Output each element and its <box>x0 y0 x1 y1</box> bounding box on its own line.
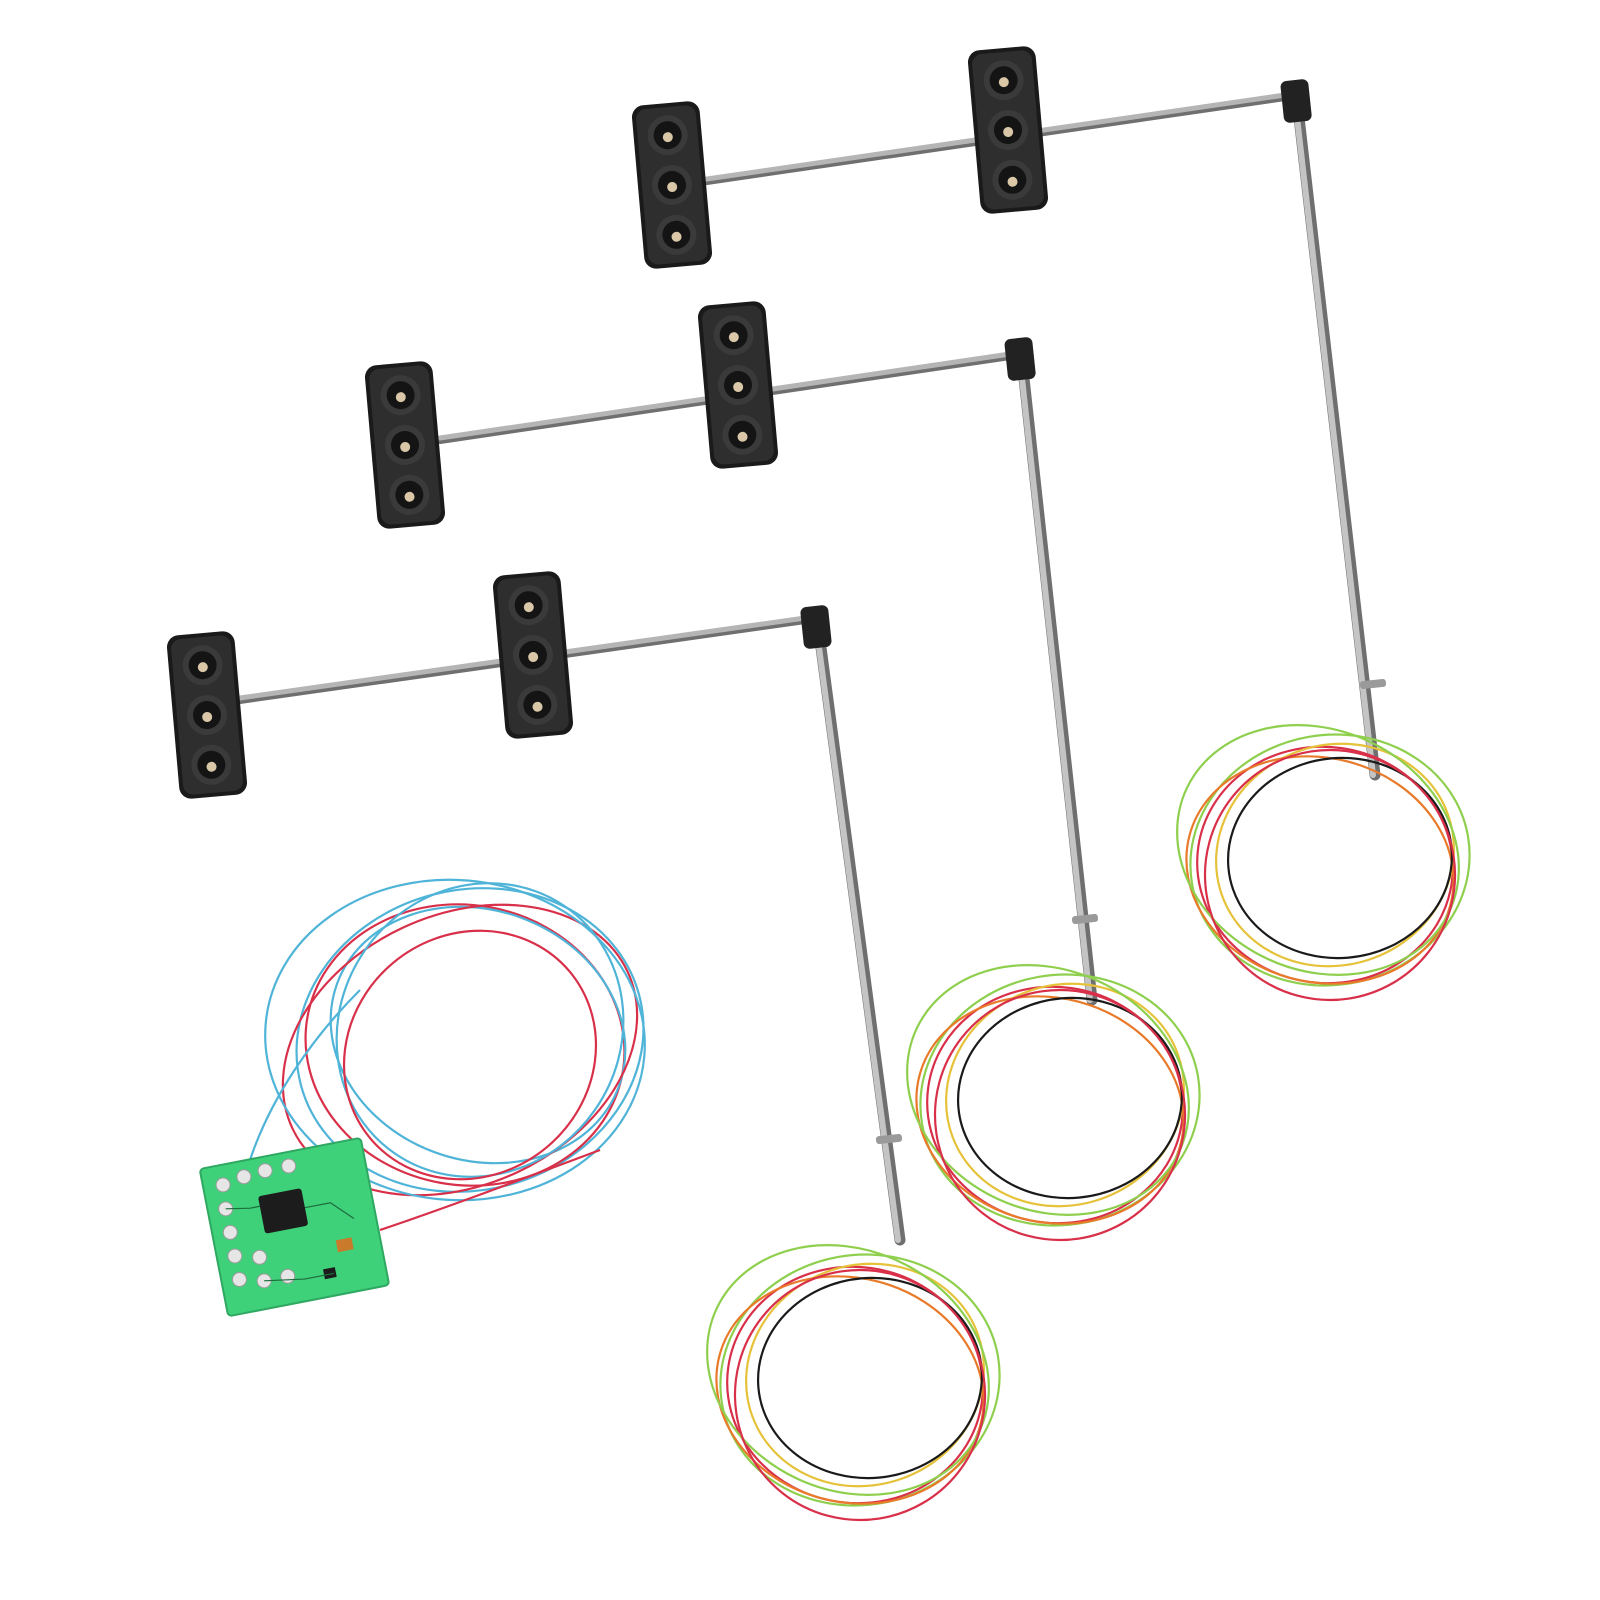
wire-coil-icon <box>706 1244 1001 1522</box>
traffic-signal-icon <box>364 361 446 529</box>
controller-wire-loop <box>248 878 646 1232</box>
signal-assembly-3 <box>166 571 906 1246</box>
chip <box>258 1188 308 1234</box>
pole-cap <box>1004 337 1036 381</box>
traffic-signal-icon <box>631 101 713 269</box>
wire-coil-icon <box>1176 724 1471 1002</box>
pole-cap <box>800 605 832 649</box>
signal-assembly-1 <box>631 46 1387 781</box>
signal-assembly-2 <box>364 301 1099 1006</box>
wire-coil-icon <box>906 964 1201 1242</box>
traffic-signal-icon <box>492 571 574 739</box>
traffic-signal-icon <box>166 631 248 799</box>
pole-cap <box>1280 79 1312 123</box>
traffic-signal-icon <box>697 301 779 469</box>
circuit-board-icon <box>199 1137 390 1317</box>
traffic-signal-icon <box>967 46 1049 214</box>
